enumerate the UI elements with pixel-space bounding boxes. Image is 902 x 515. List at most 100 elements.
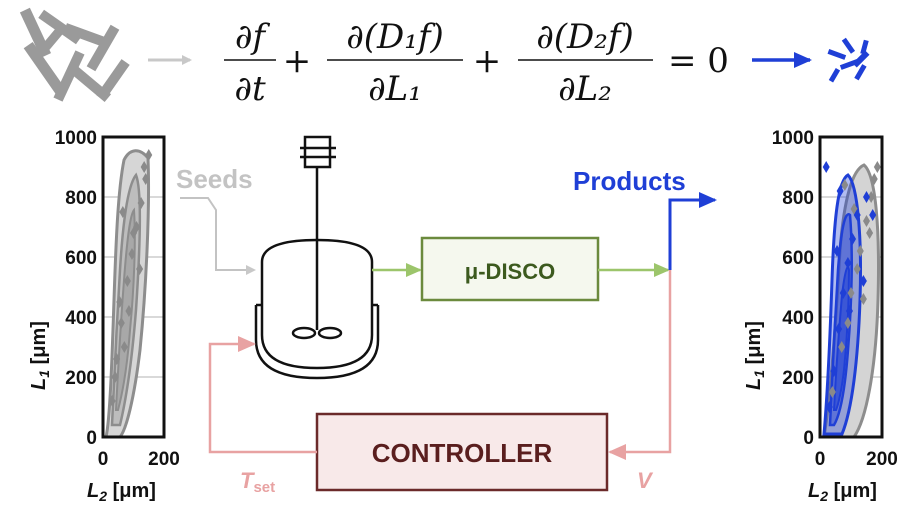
eq-term1-numerator: ∂f	[235, 17, 271, 57]
left-point-s0-3	[123, 275, 131, 287]
right-point-s0-6	[870, 173, 878, 185]
left-xtick-label-1: 200	[148, 449, 180, 470]
right-point-s1-10	[833, 245, 841, 257]
right-point-s0-5	[867, 191, 875, 203]
left-ytick-label-2: 400	[65, 308, 97, 329]
left-point-s0-9	[116, 296, 124, 308]
crystallizer-reactor-icon	[254, 135, 380, 380]
right-point-s0-13	[841, 179, 849, 191]
right-point-s1-7	[863, 191, 870, 203]
right-ytick-label-3: 600	[782, 248, 814, 269]
right-point-s0-1	[838, 341, 846, 353]
seeds-inlet-arrow	[180, 197, 256, 275]
left-point-s0-4	[128, 248, 136, 260]
left-x-tick-labels: 0 200	[98, 449, 180, 470]
right-point-s0-2	[847, 287, 855, 299]
right-plot-frame	[818, 135, 884, 439]
right-point-s1-0	[825, 401, 833, 413]
controller-label: CONTROLLER	[372, 438, 553, 468]
eq-plus-1: +	[283, 41, 312, 81]
right-y-tick-labels: 0 200 400 600 800 1000	[772, 128, 814, 449]
left-size-distribution-plot: 0 200 400 600 800 1000 0 200 L1 [μm] L2 [μm]	[28, 128, 180, 504]
product-crystals-icon	[827, 37, 870, 83]
v-feedback-arrow	[608, 270, 672, 460]
right-ytick-label-4: 800	[782, 188, 814, 209]
left-point-s0-10	[130, 227, 137, 239]
right-point-s0-11	[859, 293, 867, 305]
right-point-s0-8	[853, 263, 861, 275]
left-point-s0-16	[111, 371, 119, 383]
eq-rhs: = 0	[668, 41, 729, 81]
left-point-s0-12	[145, 149, 153, 161]
left-point-s0-1	[113, 353, 121, 365]
disco-box	[420, 236, 600, 302]
right-point-s0-7	[873, 161, 881, 173]
right-x-tick-labels: 0 200	[815, 449, 898, 470]
left-ytick-label-3: 600	[65, 248, 97, 269]
right-point-s0-9	[844, 317, 852, 329]
left-point-s0-15	[119, 206, 127, 218]
seed-crystals-icon	[19, 7, 130, 102]
eq-term2-denominator: ∂L₁	[368, 69, 422, 109]
left-point-s0-14	[125, 305, 133, 317]
right-point-s1-4	[844, 257, 852, 269]
right-xtick-label-0: 0	[815, 449, 826, 470]
right-xtick-label-1: 200	[866, 449, 898, 470]
right-ytick-label-2: 400	[782, 308, 814, 329]
left-ytick-label-5: 1000	[55, 128, 97, 149]
controller-box	[315, 412, 609, 492]
left-point-s0-7	[142, 173, 150, 185]
right-ytick-label-5: 1000	[772, 128, 814, 149]
impeller-blade-left	[291, 326, 317, 340]
left-point-s0-6	[137, 197, 145, 209]
right-point-s1-6	[853, 209, 861, 221]
reactor-jacket	[254, 305, 380, 380]
right-point-s1-13	[836, 185, 844, 197]
left-point-s0-2	[117, 317, 125, 329]
right-ytick-label-0: 0	[803, 428, 814, 449]
impeller-blade-right	[317, 326, 343, 340]
right-x-axis-label: L2 [μm]	[808, 480, 877, 504]
stirrer-motor	[303, 135, 332, 169]
left-x-axis-label: L2 [μm]	[87, 480, 156, 504]
eq-term3-numerator: ∂(D₂f)	[536, 17, 634, 57]
eq-term3-denominator: ∂L₂	[558, 69, 612, 109]
right-point-s1-1	[830, 365, 838, 377]
right-point-s1-11	[845, 305, 853, 317]
left-point-s0-0	[108, 395, 116, 407]
right-point-s1-9	[822, 161, 830, 173]
left-scatter-points	[108, 149, 153, 407]
right-point-s0-10	[866, 227, 874, 239]
seeds-label: Seeds	[176, 164, 253, 194]
left-point-s0-8	[120, 341, 128, 353]
left-point-s0-13	[136, 263, 144, 275]
v-label: V	[637, 468, 654, 493]
disco-label: μ-DISCO	[465, 259, 555, 284]
left-gray-contour	[104, 149, 151, 439]
right-point-s0-3	[856, 245, 864, 257]
products-outlet-arrow	[668, 192, 717, 270]
right-ytick-label-1: 200	[782, 368, 814, 389]
right-point-s1-8	[869, 209, 877, 221]
right-point-s1-3	[839, 287, 847, 299]
left-ytick-label-0: 0	[86, 428, 97, 449]
tset-label: Tset	[240, 468, 275, 496]
left-y-tick-labels: 0 200 400 600 800 1000	[55, 128, 97, 449]
right-point-s1-2	[835, 323, 843, 335]
reactor-vessel	[260, 238, 374, 370]
right-point-s1-5	[849, 233, 857, 245]
left-xtick-label-0: 0	[98, 449, 109, 470]
left-y-axis-label: L1 [μm]	[28, 321, 52, 390]
eq-term2-numerator: ∂(D₁f)	[346, 17, 444, 57]
eq-term1-denominator: ∂t	[234, 69, 266, 109]
left-point-s0-11	[140, 161, 148, 173]
right-point-s0-0	[828, 386, 836, 398]
left-ytick-label-4: 800	[65, 188, 97, 209]
eq-plus-2: +	[473, 41, 502, 81]
tset-feedback-arrow	[208, 336, 317, 454]
left-ytick-label-1: 200	[65, 368, 97, 389]
left-plot-frame	[101, 135, 166, 439]
right-point-s0-4	[863, 215, 870, 227]
